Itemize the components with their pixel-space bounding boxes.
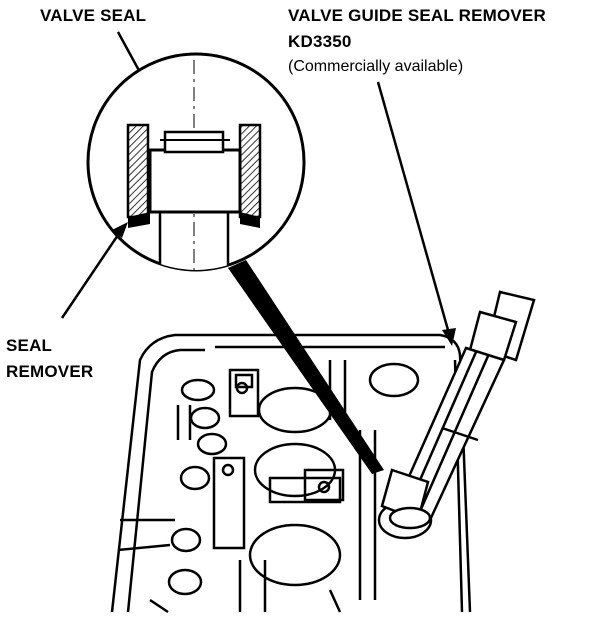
valve-guide-seal-remover-tool	[380, 290, 536, 530]
remover-note-label: (Commercially available)	[288, 58, 464, 75]
seal-remover-label-line1: SEAL	[6, 336, 53, 355]
valve-seal-label: VALVE SEAL	[40, 6, 147, 25]
remover-title-label: VALVE GUIDE SEAL REMOVER	[288, 6, 546, 25]
remover-wall-left	[126, 123, 150, 219]
seal-remover-leader	[60, 222, 128, 319]
valve-stem	[158, 203, 230, 270]
detail-magnifier	[86, 52, 306, 272]
valve-seal-top	[163, 130, 225, 154]
remover-wall-right	[238, 123, 262, 219]
seal-remover-label-line2: REMOVER	[6, 362, 94, 381]
magnifier-beam	[228, 260, 384, 474]
valve-seal-body	[148, 148, 242, 214]
remover-part-number-label: KD3350	[288, 32, 352, 51]
tool-leader	[376, 81, 456, 346]
